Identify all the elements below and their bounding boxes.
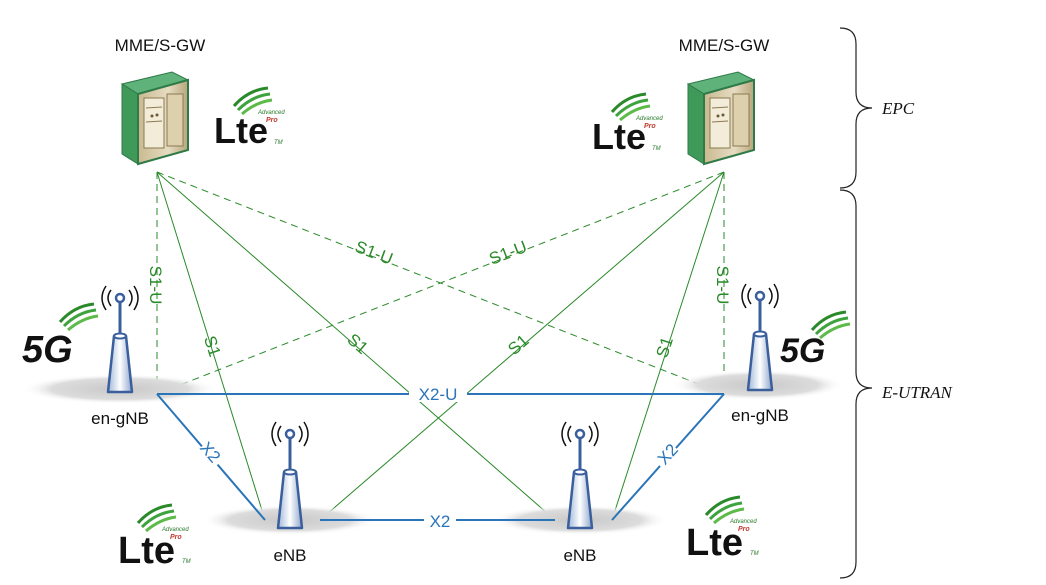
svg-text:Lte: Lte bbox=[214, 110, 268, 151]
s1-line bbox=[156, 171, 266, 521]
svg-text:Lte: Lte bbox=[118, 530, 175, 572]
s1u-line bbox=[156, 171, 725, 395]
fiveg-logo-left: 5G bbox=[22, 302, 100, 371]
eutran-label: E-UTRAN bbox=[881, 383, 954, 402]
mme-sgw-right: MME/S-GW bbox=[679, 36, 770, 165]
mme-sgw-left: MME/S-GW bbox=[115, 36, 206, 165]
server-icon bbox=[121, 71, 189, 165]
svg-text:5G: 5G bbox=[780, 332, 825, 370]
s1u-label-right: S1-U bbox=[713, 266, 732, 305]
s1-label-c: S1 bbox=[504, 331, 532, 359]
svg-text:Advanced: Advanced bbox=[635, 116, 663, 122]
svg-text:Lte: Lte bbox=[686, 522, 743, 564]
lte-logo-top-right: Lte Advanced Pro TM bbox=[592, 92, 663, 157]
server-icon bbox=[687, 71, 755, 165]
s1u-links bbox=[156, 171, 725, 395]
svg-text:TM: TM bbox=[182, 559, 191, 565]
brace-epc bbox=[839, 27, 873, 189]
svg-text:Lte: Lte bbox=[592, 116, 646, 157]
interface-labels: S1-U S1-U S1-U S1-U S1 S1 S1 S1 X2-U X2 … bbox=[146, 237, 732, 531]
s1-label-a: S1 bbox=[200, 333, 224, 359]
svg-text:TM: TM bbox=[652, 146, 661, 152]
lte-logo-bottom-left: Lte Advanced Pro TM bbox=[118, 503, 191, 572]
en-gnb-right: en-gNB bbox=[731, 282, 789, 425]
en-gnb-label-right: en-gNB bbox=[731, 406, 789, 425]
enb-label-left: eNB bbox=[273, 546, 306, 565]
mme-label-left: MME/S-GW bbox=[115, 36, 206, 55]
x2-links bbox=[156, 393, 725, 521]
x2u-label: X2-U bbox=[419, 385, 458, 404]
s1u-label-cross-right: S1-U bbox=[487, 237, 530, 269]
mme-label-right: MME/S-GW bbox=[679, 36, 770, 55]
svg-text:Advanced: Advanced bbox=[257, 110, 285, 116]
svg-text:TM: TM bbox=[274, 140, 283, 146]
s1-label-b: S1 bbox=[344, 330, 372, 358]
svg-text:Advanced: Advanced bbox=[729, 519, 757, 525]
s1u-label-left: S1-U bbox=[146, 266, 165, 305]
svg-text:5G: 5G bbox=[22, 329, 73, 371]
lte-logo-bottom-right: Lte Advanced Pro TM bbox=[686, 495, 759, 564]
brace-eutran bbox=[839, 189, 873, 579]
svg-text:Pro: Pro bbox=[738, 526, 750, 533]
svg-text:TM: TM bbox=[750, 551, 759, 557]
s1-line bbox=[156, 171, 556, 521]
fiveg-swoosh-icon bbox=[58, 302, 100, 332]
s1-label-d: S1 bbox=[653, 334, 677, 360]
svg-text:Pro: Pro bbox=[266, 117, 278, 124]
svg-text:Pro: Pro bbox=[170, 534, 182, 541]
en-gnb-left: en-gNB bbox=[91, 284, 149, 428]
svg-text:Pro: Pro bbox=[644, 123, 656, 130]
s1-line bbox=[611, 171, 725, 521]
fiveg-logo-right: 5G bbox=[780, 310, 852, 370]
lte-logo-top-left: Lte Advanced Pro TM bbox=[214, 86, 285, 151]
enb-right: eNB bbox=[560, 420, 600, 565]
svg-text:Advanced: Advanced bbox=[161, 527, 189, 533]
s1-line bbox=[319, 171, 725, 521]
s1u-label-cross-left: S1-U bbox=[352, 237, 395, 269]
enb-left: eNB bbox=[270, 420, 310, 565]
enb-label-right: eNB bbox=[563, 546, 596, 565]
en-gnb-label-left: en-gNB bbox=[91, 409, 149, 428]
epc-label: EPC bbox=[881, 99, 915, 118]
s1-links bbox=[156, 171, 725, 521]
x2-label-bottom: X2 bbox=[430, 512, 451, 531]
